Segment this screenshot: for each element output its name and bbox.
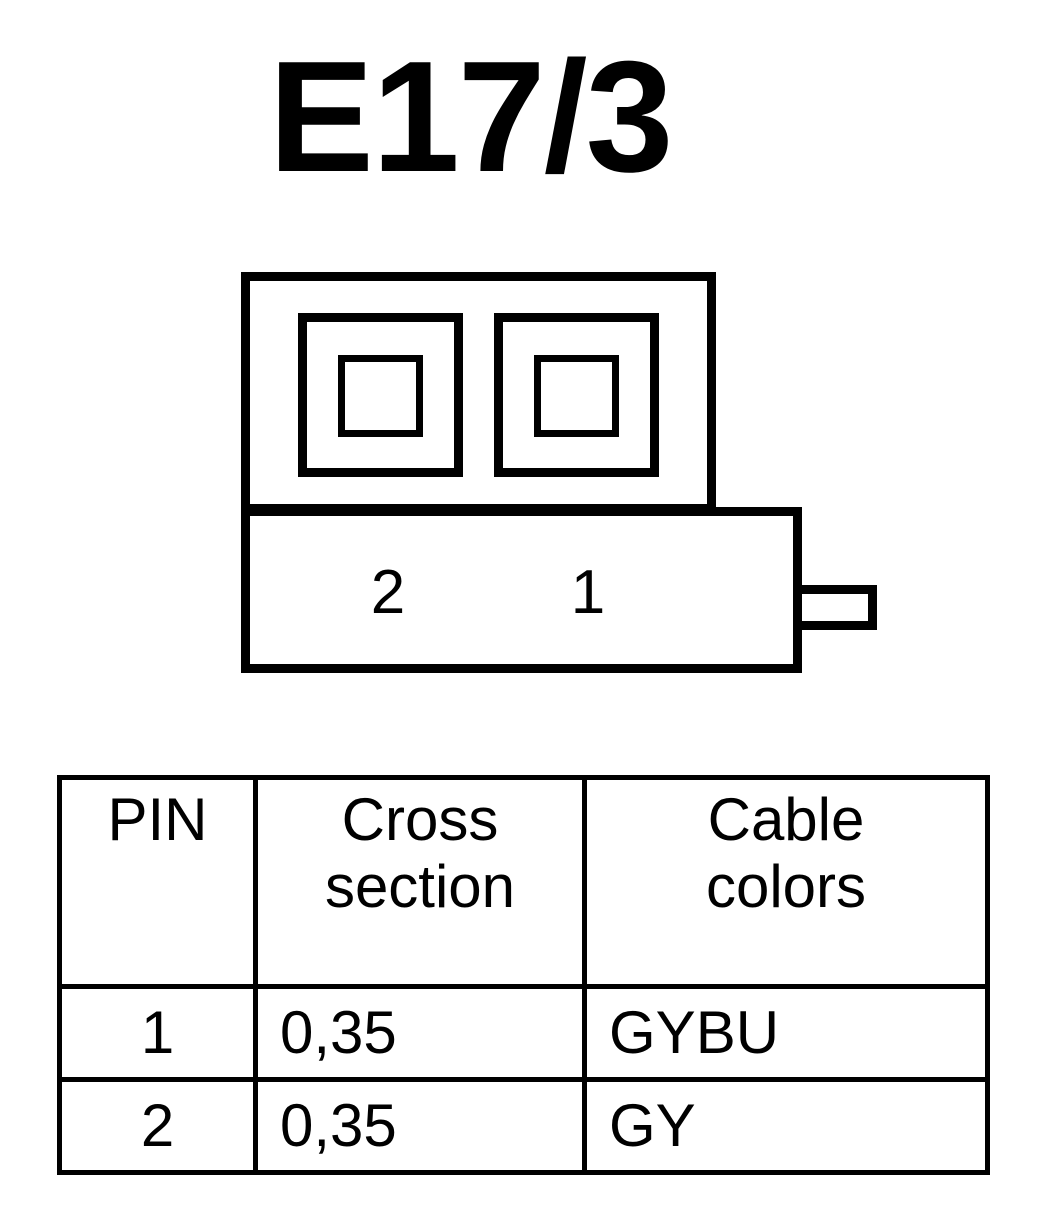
cell-cross-section: 0,35	[253, 1077, 587, 1175]
column-header-cable-colors-line-2: colors	[705, 853, 867, 921]
table-row: 1 0,35 GYBU	[57, 984, 990, 1082]
cell-pin: 1	[57, 984, 258, 1082]
connector-pin-label-1: 1	[570, 558, 606, 627]
table-header-row: PIN Cross section Cable colors	[57, 775, 990, 989]
connector-pin-label-2: 2	[370, 558, 406, 627]
page-title: E17/3	[268, 29, 674, 205]
cavity-2-terminal	[338, 355, 423, 437]
cavity-2-outer	[298, 313, 463, 477]
cell-cable-colors: GY	[582, 1077, 990, 1175]
column-header-cable-colors-line-1: Cable	[707, 786, 865, 853]
column-header-pin: PIN	[57, 775, 258, 989]
column-header-cross-section-line-2: section	[324, 853, 516, 921]
column-header-cross-section: Cross section	[253, 775, 587, 989]
cavity-1-terminal	[534, 355, 619, 437]
cavity-1-outer	[494, 313, 659, 477]
cell-pin: 2	[57, 1077, 258, 1175]
connector-locking-tab	[791, 585, 877, 630]
cell-cross-section: 0,35	[253, 984, 587, 1082]
connector-lower-housing	[241, 507, 802, 673]
column-header-cross-section-line-1: Cross	[341, 786, 499, 853]
connector-upper-housing	[241, 272, 716, 513]
column-header-cable-colors: Cable colors	[582, 775, 990, 989]
cell-cable-colors: GYBU	[582, 984, 990, 1082]
pinout-table: PIN Cross section Cable colors 1 0,35 GY…	[57, 775, 990, 1175]
table-row: 2 0,35 GY	[57, 1077, 990, 1175]
column-header-pin-line-1: PIN	[107, 786, 208, 853]
